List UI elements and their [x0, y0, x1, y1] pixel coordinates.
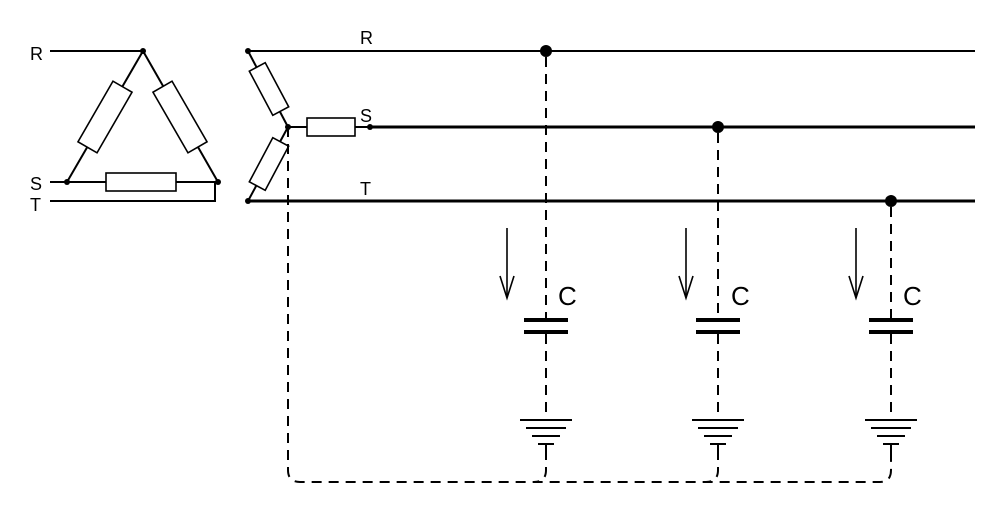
current-arrow-icon	[499, 228, 515, 301]
ground-icon	[520, 419, 572, 452]
ground-icon	[865, 419, 917, 452]
star-resistor-s	[306, 117, 356, 137]
delta-label-t: T	[30, 195, 41, 215]
capacitor-branch-t: C	[848, 207, 922, 452]
ground-icon	[692, 419, 744, 452]
line-conductors: R S T	[248, 28, 975, 207]
current-arrow-icon	[848, 228, 864, 301]
delta-wire-t	[50, 182, 216, 202]
current-arrow-icon	[678, 228, 694, 301]
delta-resistor-bottom	[105, 172, 177, 192]
delta-node-right	[215, 179, 221, 185]
tap-node-r	[540, 45, 552, 57]
capacitor-branch-s: C	[678, 133, 750, 452]
tap-node-s	[712, 121, 724, 133]
line-label-r: R	[360, 28, 373, 48]
delta-label-r: R	[30, 44, 43, 64]
star-resistor-t	[248, 136, 290, 192]
delta-network: R S T	[30, 44, 221, 215]
capacitor-label: C	[903, 281, 922, 311]
tap-node-t	[885, 195, 897, 207]
capacitor-label: C	[558, 281, 577, 311]
line-label-t: T	[360, 179, 371, 199]
earth-link-1	[533, 450, 547, 483]
line-label-s: S	[360, 106, 372, 126]
delta-resistor-left	[76, 80, 134, 154]
neutral-return-path	[287, 127, 892, 483]
capacitor-label: C	[731, 281, 750, 311]
delta-label-s: S	[30, 174, 42, 194]
delta-node-left	[64, 179, 70, 185]
delta-resistor-right	[151, 80, 209, 154]
star-resistor-r	[248, 61, 290, 117]
star-network	[245, 48, 373, 204]
earth-link-2	[705, 450, 719, 483]
delta-node-top	[140, 48, 146, 54]
capacitor-branch-r: C	[499, 57, 577, 452]
